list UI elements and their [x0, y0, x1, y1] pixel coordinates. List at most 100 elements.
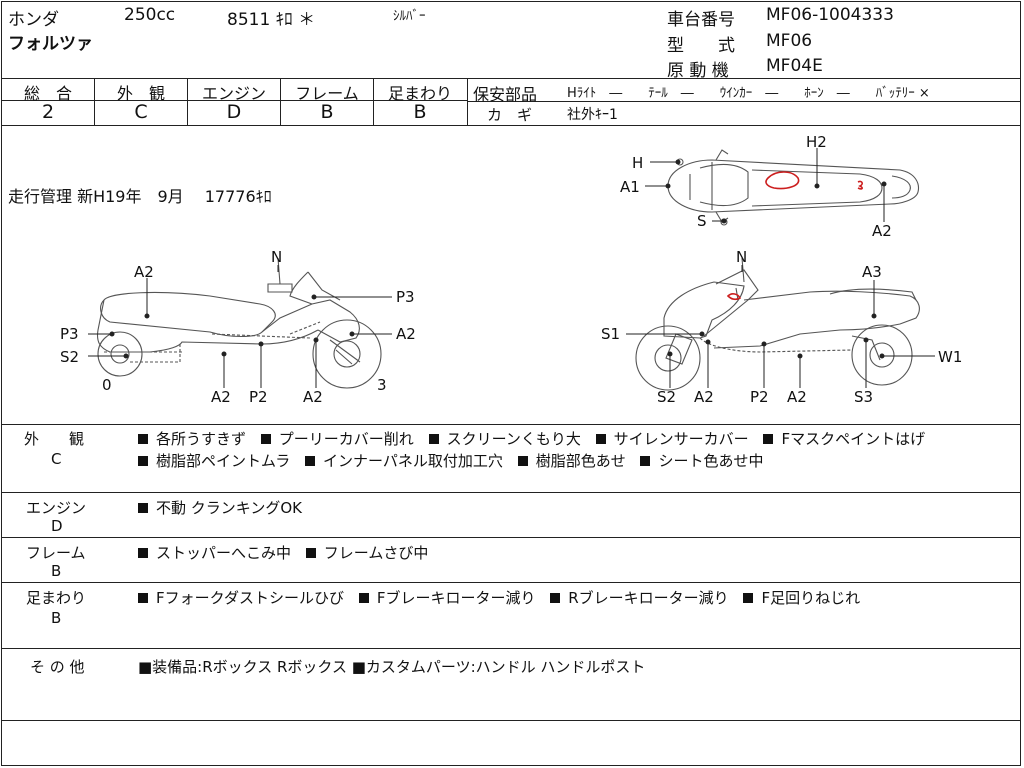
diag-label: W1	[938, 348, 962, 366]
diag-label: 0	[102, 376, 112, 394]
grade-engine-label: エンジン	[201, 84, 266, 103]
divider	[1, 492, 1021, 493]
divider	[467, 78, 468, 125]
divider	[1, 78, 1021, 79]
remark: インナーパネル取付加工穴	[305, 452, 503, 470]
diag-label: A2	[134, 263, 154, 281]
diag-label: A2	[872, 222, 892, 240]
key-label: カ ギ	[487, 106, 533, 124]
damage-marks	[726, 171, 863, 301]
damage-diagram: H A1 S H2 A2 N A2 P3 P3 S2 A2 0 3 A2 P2 …	[60, 133, 962, 406]
section-frame-line1: ストッパーへこみ中 フレームさび中	[138, 542, 428, 563]
grade-total-label: 総 合	[23, 84, 72, 103]
remark: Fフォークダストシールひび	[138, 589, 344, 607]
diag-label: S2	[657, 388, 676, 406]
remark: 樹脂部色あせ	[517, 452, 626, 470]
diag-label: A2	[396, 325, 416, 343]
section-other-title: そ の 他	[30, 658, 85, 676]
divider	[1, 720, 1021, 721]
remark: Fブレーキローター減り	[358, 589, 535, 607]
damage-mark-front	[726, 293, 742, 301]
remark: スクリーンくもり大	[428, 430, 581, 448]
section-engine-title: エンジン	[26, 499, 87, 517]
section-exterior-line1: 各所うすきず プーリーカバー削れ スクリーンくもり大 サイレンサーカバー Fマス…	[138, 428, 925, 449]
divider	[1, 582, 1021, 583]
section-frame-title: フレーム	[26, 544, 86, 562]
engine-value: MF04E	[766, 56, 823, 76]
section-suspension-grade: B	[51, 609, 62, 627]
divider	[280, 78, 281, 125]
type-label: 型 式	[667, 36, 735, 56]
remark: Rブレーキローター減り	[550, 589, 729, 607]
diag-label: S1	[601, 325, 620, 343]
remark: フレームさび中	[305, 544, 428, 562]
diag-label: N	[736, 248, 747, 266]
displacement: 250cc	[124, 5, 176, 25]
section-exterior-grade: C	[51, 450, 62, 468]
mileage: 8511 ｷﾛ ＊	[227, 10, 316, 30]
section-engine-grade: D	[51, 517, 63, 535]
grade-suspension-value: B	[413, 101, 427, 123]
safety-items: Hﾗｲﾄ ― ﾃｰﾙ ― ｳｲﾝｶｰ ― ﾎｰﾝ ― ﾊﾞｯﾃﾘｰ ×	[567, 86, 930, 101]
remark: プーリーカバー削れ	[260, 430, 414, 448]
diag-label: S2	[60, 348, 79, 366]
section-other-line1: ■装備品:Rボックス Rボックス ■カスタムパーツ:ハンドル ハンドルポスト	[138, 658, 646, 676]
grade-total-value: 2	[41, 101, 55, 123]
divider	[1, 537, 1021, 538]
divider	[1, 100, 467, 101]
frame-no-label: 車台番号	[667, 10, 735, 30]
frame-no: MF06-1004333	[766, 5, 894, 25]
section-suspension-line1: Fフォークダストシールひび Fブレーキローター減り Rブレーキローター減り F足…	[138, 587, 860, 608]
remark: ストッパーへこみ中	[138, 544, 291, 562]
remark: シート色あせ中	[640, 452, 764, 470]
damage-mark-rear	[857, 180, 863, 190]
diag-label: A2	[211, 388, 231, 406]
diag-label: 3	[377, 376, 387, 394]
diag-label: A1	[620, 178, 640, 196]
top-view-body	[667, 159, 920, 213]
model-name: フォルツァ	[8, 34, 93, 54]
type-value: MF06	[766, 31, 813, 51]
diag-label: P3	[60, 325, 79, 343]
section-frame-grade: B	[51, 562, 62, 580]
diag-label: S3	[854, 388, 873, 406]
divider	[1, 648, 1021, 649]
key-value: 社外ｷｰ1	[567, 107, 618, 123]
damage-mark-seat	[765, 171, 800, 190]
safety-label: 保安部品	[473, 85, 538, 104]
section-exterior-title: 外 観	[24, 430, 85, 448]
divider	[187, 78, 188, 125]
grade-exterior-value: C	[134, 101, 148, 123]
divider	[94, 78, 95, 125]
diag-label: P3	[396, 288, 415, 306]
remark: サイレンサーカバー	[595, 430, 749, 448]
divider	[1, 125, 1021, 126]
grade-engine-value: D	[226, 101, 242, 123]
diag-label: S	[697, 212, 707, 230]
section-exterior-line2: 樹脂部ペイントムラ インナーパネル取付加工穴 樹脂部色あせ シート色あせ中	[138, 450, 764, 471]
diag-label: P2	[249, 388, 268, 406]
diag-label: A3	[862, 263, 882, 281]
section-engine-line1: 不動 クランキングOK	[138, 497, 302, 518]
right-side-view	[635, 257, 920, 391]
divider	[373, 78, 374, 125]
diag-label: H2	[806, 133, 827, 151]
remark: 不動 クランキングOK	[138, 499, 302, 517]
remark: 樹脂部ペイントムラ	[138, 452, 290, 470]
engine-label: 原 動 機	[667, 61, 729, 81]
diag-label: H	[632, 154, 643, 172]
grade-exterior-label: 外 観	[116, 84, 165, 103]
grade-suspension-label: 足まわり	[387, 84, 452, 103]
diag-label: P2	[750, 388, 769, 406]
diag-label: N	[271, 248, 282, 266]
body-color: ｼﾙﾊﾞｰ	[393, 9, 426, 24]
left-side-view	[96, 257, 382, 389]
grade-frame-value: B	[320, 101, 334, 123]
diag-label: A2	[787, 388, 807, 406]
diag-label: A2	[303, 388, 323, 406]
remark: Fマスクペイントはげ	[763, 430, 925, 448]
maker: ホンダ	[8, 10, 59, 30]
diag-label: A2	[694, 388, 714, 406]
divider	[1, 424, 1021, 425]
